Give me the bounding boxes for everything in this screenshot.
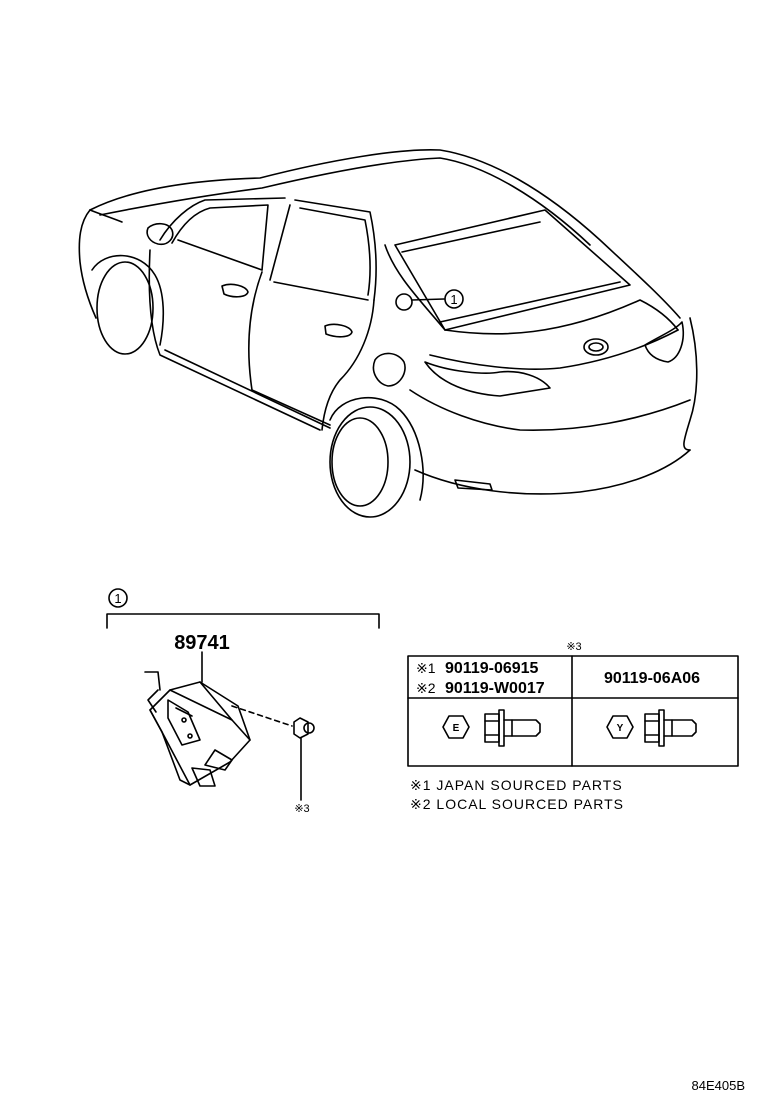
antenna-amplifier-unit — [144, 671, 251, 787]
bolt-e-letter: E — [453, 723, 460, 734]
table-row2-part: 90119-W0017 — [445, 680, 545, 697]
table-row1-part: 90119-06915 — [445, 660, 539, 677]
part-number-label: 89741 — [174, 632, 230, 654]
bolt-y-letter: Y — [617, 723, 624, 734]
note-japan-sourced: ※1 JAPAN SOURCED PARTS — [410, 777, 623, 793]
bolt-y-icon — [606, 709, 697, 747]
car-illustration — [78, 148, 698, 518]
bolt-table — [407, 655, 739, 767]
bolt-note-mark: ※3 — [294, 803, 309, 815]
diagram-code: 84E405B — [692, 1078, 746, 1093]
bolt-e-icon — [442, 709, 541, 747]
group-bracket — [106, 613, 380, 629]
bolt-icon — [293, 717, 315, 801]
note-local-sourced: ※2 LOCAL SOURCED PARTS — [410, 796, 624, 812]
table-row1-mark: ※1 — [416, 660, 436, 676]
group-callout-number: 1 — [114, 591, 121, 606]
car-callout-number: 1 — [450, 292, 457, 307]
table-col2-part: 90119-06A06 — [604, 670, 700, 687]
group-callout-circle — [108, 588, 128, 608]
table-header-mark: ※3 — [566, 641, 581, 653]
antenna-location-marker — [395, 293, 413, 311]
car-callout-circle — [444, 289, 464, 309]
table-row2-mark: ※2 — [416, 680, 436, 696]
